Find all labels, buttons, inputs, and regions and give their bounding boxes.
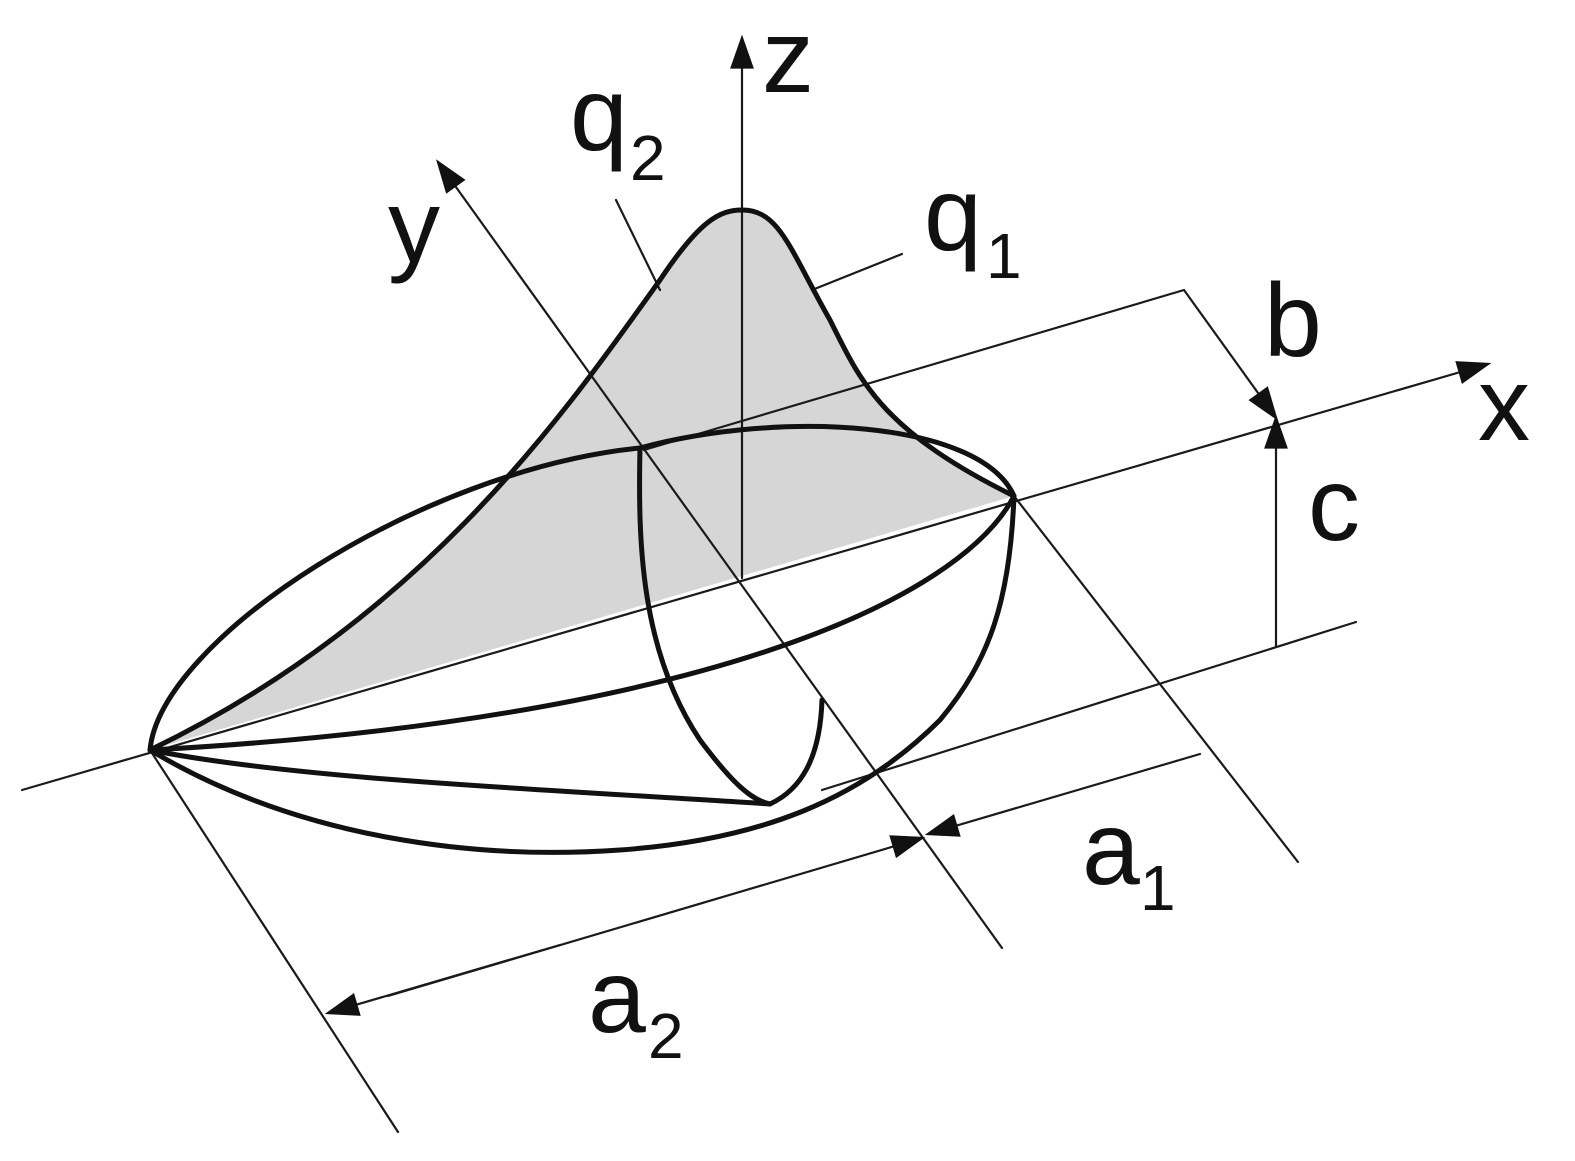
ellipsoid-bottom-outline (147, 493, 1017, 855)
c-label: c (1308, 447, 1360, 563)
cross-section-curve (637, 445, 825, 807)
q1-leader-line (810, 252, 904, 292)
q2-leader-line (614, 198, 662, 292)
svg-text:2: 2 (630, 122, 666, 194)
a1-label: a 1 (1082, 791, 1176, 924)
x-axis-label: x (1478, 347, 1530, 463)
ellipsoid-top-outline (147, 423, 1017, 753)
q2-label: q 2 (570, 57, 666, 194)
a1-dimension-line (924, 752, 1202, 837)
svg-text:q: q (570, 57, 628, 173)
svg-text:1: 1 (1140, 852, 1176, 924)
b-dimension-line (1182, 288, 1278, 421)
heat-flux-shaded-region (150, 210, 1014, 750)
svg-text:a: a (588, 939, 646, 1055)
z-axis-label: z (762, 0, 814, 115)
y-axis-label: y (388, 169, 440, 285)
y-axis (436, 159, 1004, 950)
svg-text:q: q (924, 157, 982, 273)
heat-flux-bell-curve (147, 207, 1017, 753)
a2-label: a 2 (588, 939, 684, 1072)
ellipsoid-mid-contour (147, 747, 773, 807)
svg-text:2: 2 (648, 1000, 684, 1072)
upper-reference-line (642, 288, 1186, 452)
svg-text:1: 1 (986, 220, 1022, 292)
a2-dimension-line-left (324, 943, 562, 1016)
svg-text:a: a (1082, 791, 1140, 907)
b-label: b (1264, 263, 1322, 379)
x-axis (20, 361, 1492, 792)
q1-label: q 1 (924, 157, 1022, 292)
lower-reference-line (820, 620, 1358, 792)
a2-extension-line-left (148, 748, 400, 1134)
a1-extension-line-right (1012, 494, 1300, 864)
